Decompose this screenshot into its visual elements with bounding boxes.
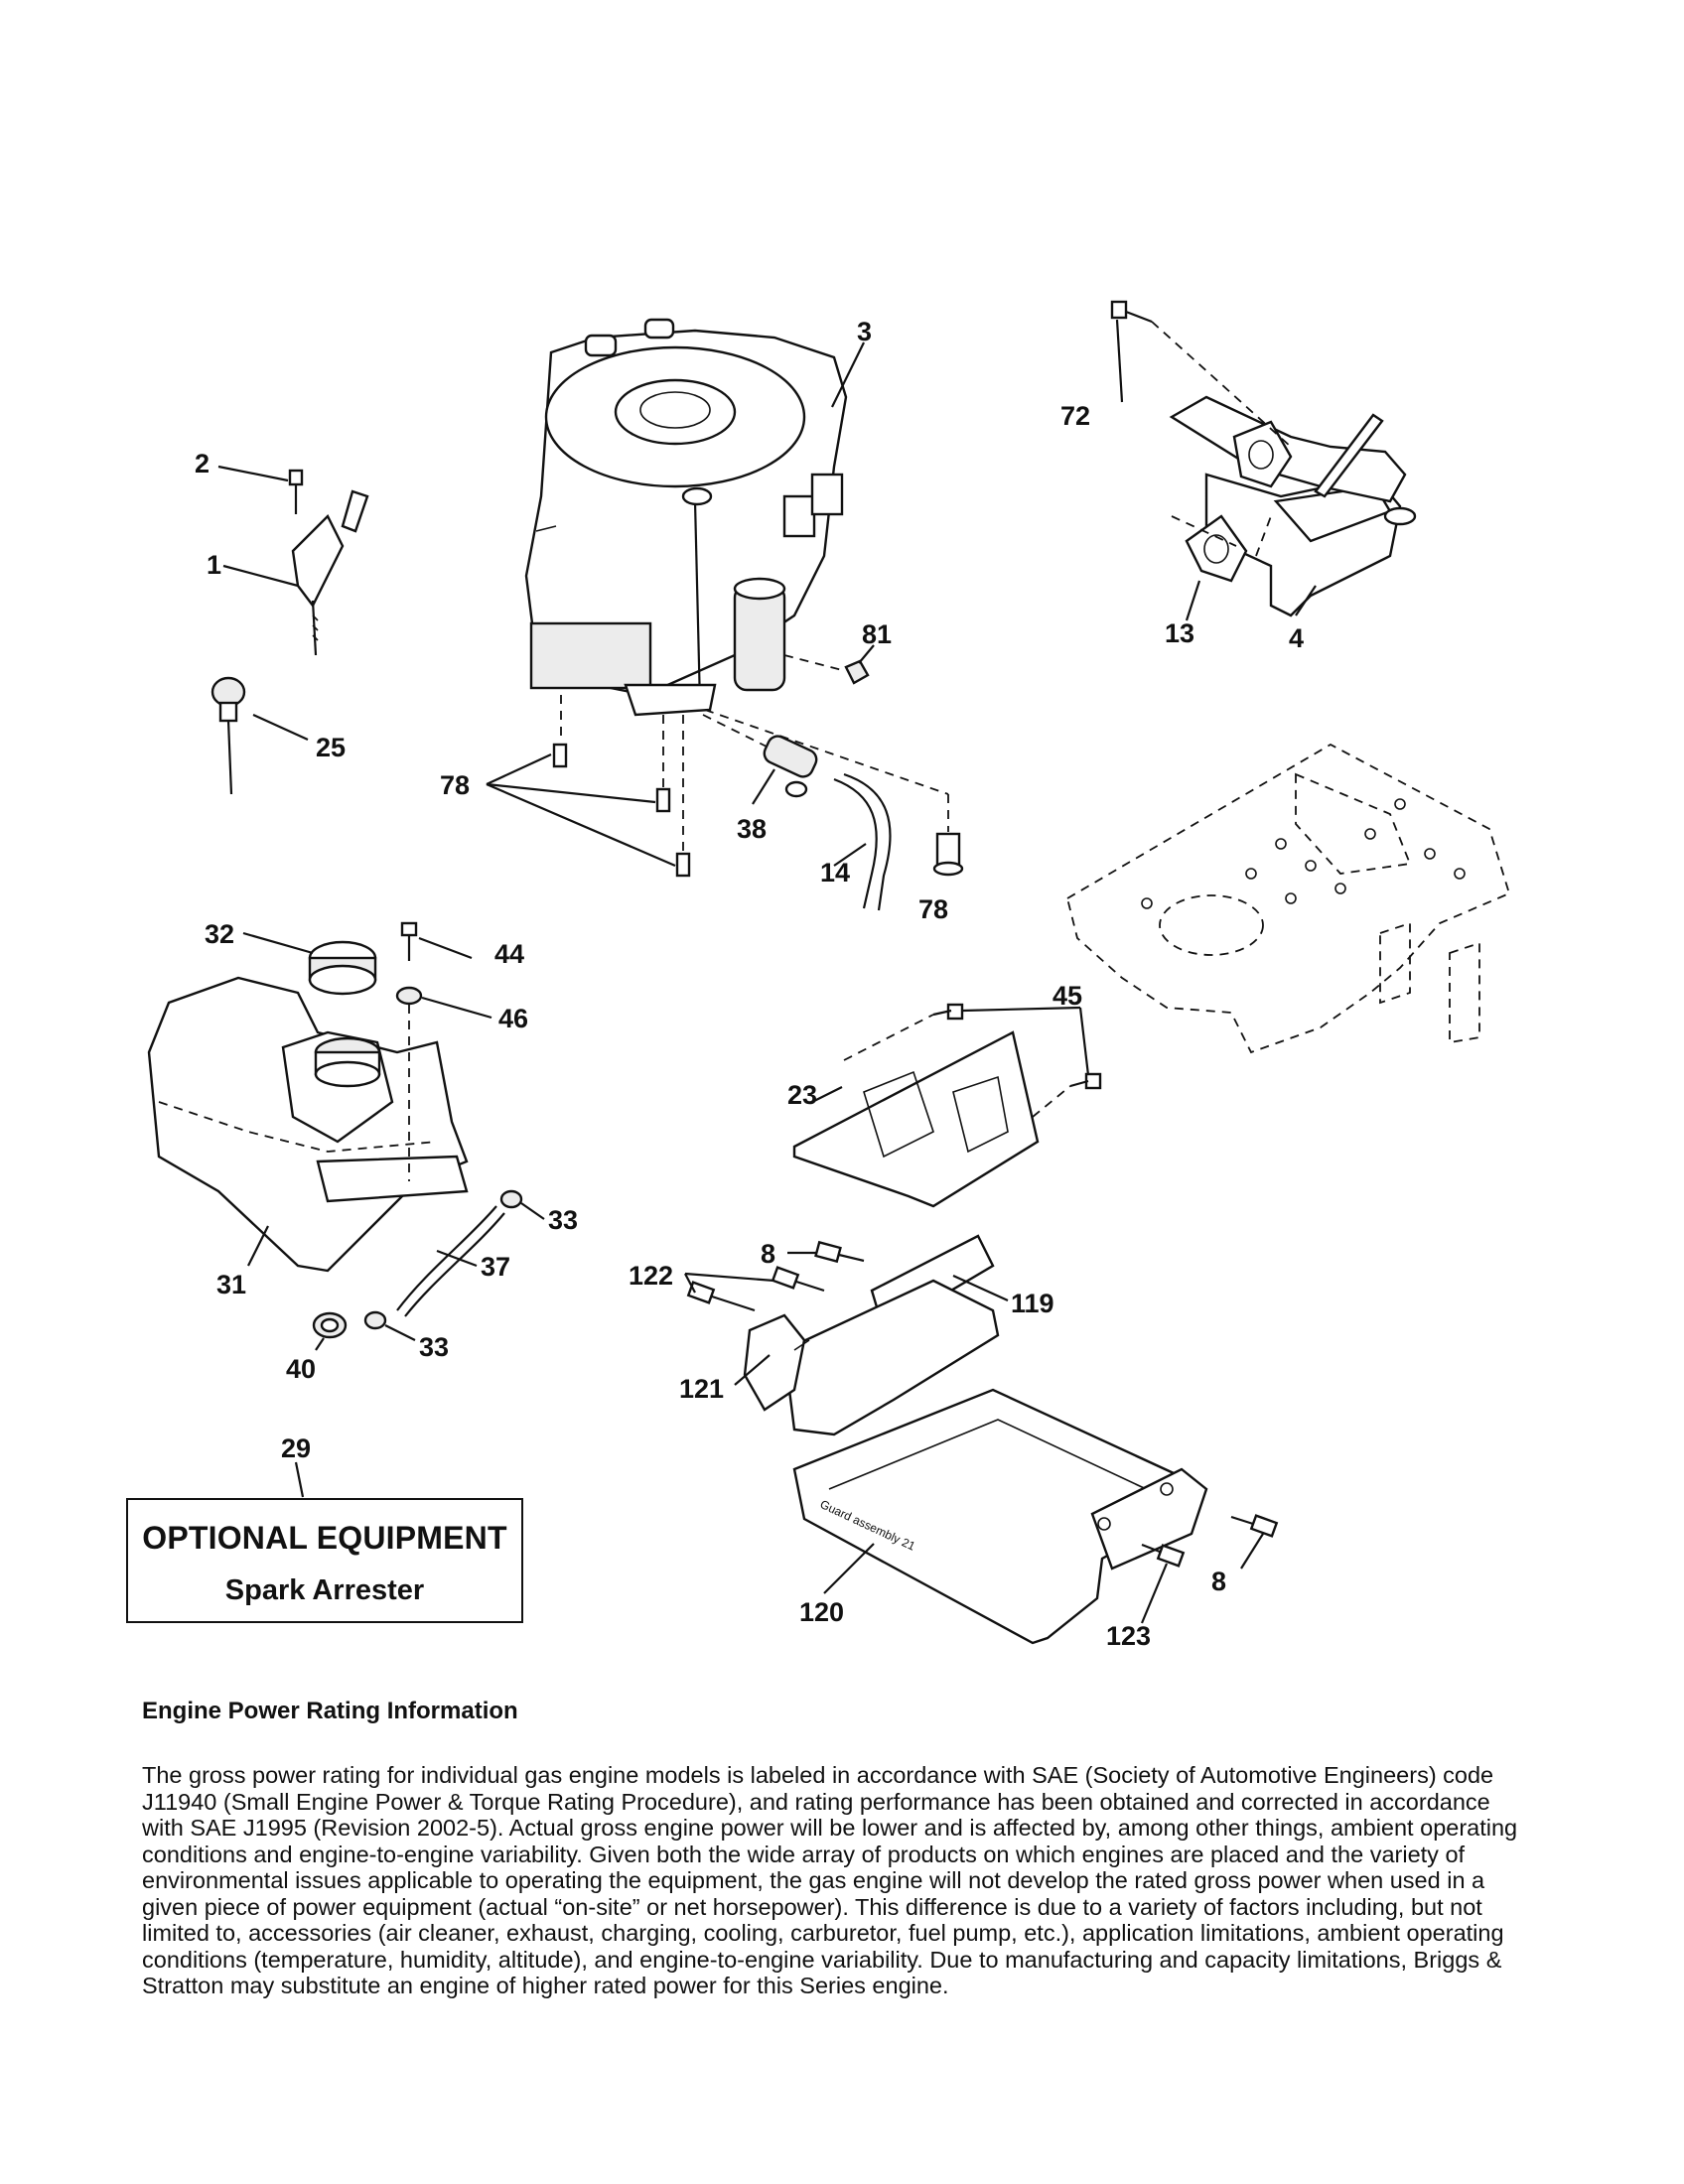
callout-32: 32 [205, 919, 234, 949]
heat-shield-part-23 [792, 1030, 1040, 1208]
callout-8b: 8 [1211, 1567, 1226, 1596]
optional-equipment-box: OPTIONAL EQUIPMENT Spark Arrester [126, 1498, 523, 1623]
bolt-part-8-top [814, 1240, 865, 1264]
rating-body: The gross power rating for individual ga… [142, 1762, 1518, 1998]
screw-part-45 [932, 1003, 1102, 1090]
callout-37: 37 [481, 1252, 510, 1282]
clamp-part-33-bottom [363, 1310, 387, 1330]
bolt-part-8-right [1230, 1514, 1279, 1538]
callout-123: 123 [1106, 1621, 1151, 1651]
clamp-part-81 [844, 659, 870, 685]
bolt-part-122 [686, 1266, 825, 1312]
callout-121: 121 [679, 1374, 724, 1404]
engine-part-3 [524, 318, 848, 717]
callout-25: 25 [316, 733, 346, 762]
gasket-part-72-flange [1232, 420, 1293, 488]
callout-122: 122 [629, 1261, 673, 1291]
bolt-part-78-right [932, 832, 964, 877]
callout-labels: 3 2 1 25 78 81 38 14 78 72 13 4 45 23 8 … [195, 317, 1304, 1651]
optional-equipment-title: OPTIONAL EQUIPMENT [142, 1520, 507, 1556]
callout-72: 72 [1060, 401, 1090, 431]
rating-heading: Engine Power Rating Information [142, 1698, 518, 1724]
bolt-part-123 [1141, 1543, 1186, 1568]
callout-1: 1 [207, 550, 221, 580]
callout-31: 31 [216, 1270, 246, 1299]
gasket-part-13 [1185, 514, 1248, 583]
callout-38: 38 [737, 814, 767, 844]
screw-part-2 [288, 469, 304, 514]
washer-part-46 [395, 986, 423, 1006]
frame-outline [1065, 743, 1511, 1054]
callout-33a: 33 [548, 1205, 578, 1235]
fuel-hose-part-14 [833, 772, 892, 911]
callout-78b: 78 [918, 894, 948, 924]
fuel-line-part-37 [396, 1205, 505, 1317]
callout-46: 46 [498, 1004, 528, 1033]
clamp-part-33-top [499, 1189, 523, 1209]
callout-44: 44 [494, 939, 524, 969]
bracket-part-119 [782, 1234, 1000, 1436]
callout-40: 40 [286, 1354, 316, 1384]
parts-diagram: Guard assembly 21 [147, 300, 1511, 1651]
callout-78a: 78 [440, 770, 470, 800]
screw-part-44 [400, 921, 418, 961]
callout-8a: 8 [761, 1239, 775, 1269]
fuel-filter-part-38 [763, 735, 818, 798]
guard-part-120: Guard assembly 21 [792, 1388, 1208, 1645]
callout-33b: 33 [419, 1332, 449, 1362]
callout-119: 119 [1011, 1289, 1054, 1318]
optional-equipment-item: Spark Arrester [224, 1574, 425, 1606]
throttle-control-part-1 [291, 489, 369, 656]
fuel-tank-part-31 [147, 976, 469, 1273]
screw-part-72 [1110, 300, 1153, 324]
fuel-cap-part-32 [308, 940, 377, 996]
callout-29: 29 [281, 1433, 311, 1463]
callout-14: 14 [820, 858, 850, 887]
callout-3: 3 [857, 317, 872, 346]
leader-lines [217, 319, 1317, 1624]
callout-120: 120 [799, 1597, 844, 1627]
callout-4: 4 [1289, 623, 1304, 653]
bolt-part-78-set [552, 695, 691, 878]
dipstick-part-25 [210, 676, 246, 795]
bushing-part-40 [312, 1311, 348, 1339]
muffler-part-4 [1169, 395, 1417, 617]
callout-13: 13 [1165, 618, 1194, 648]
callout-81: 81 [862, 619, 892, 649]
callout-45: 45 [1052, 981, 1082, 1011]
callout-2: 2 [195, 449, 210, 478]
callout-23: 23 [787, 1080, 817, 1110]
